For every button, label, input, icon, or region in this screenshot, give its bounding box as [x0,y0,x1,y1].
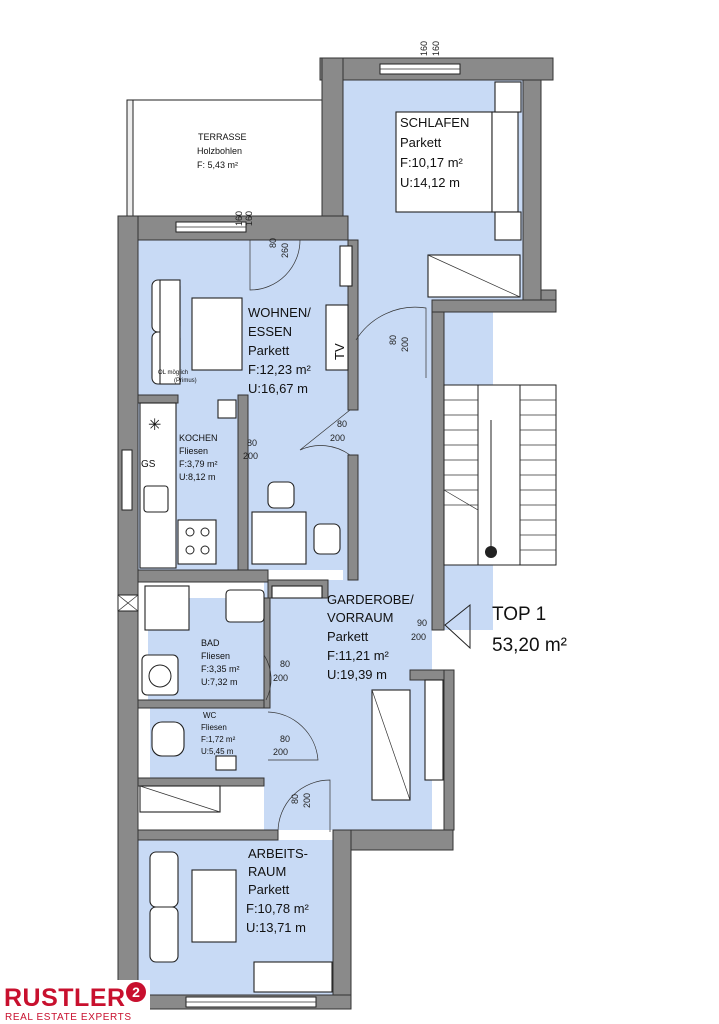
room-arbeitsraum: ARBEITS- RAUM Parkett F:10,78 m² U:13,71… [246,846,310,935]
dim-door-wc-h: 200 [273,747,288,757]
dim-door-bad-h: 200 [273,673,288,683]
wohnen-perimeter: U:16,67 m [248,381,308,396]
room-bad: BAD Fliesen F:3,35 m² U:7,32 m [201,638,240,687]
schlafen-floor: Parkett [400,135,442,150]
terrasse-floor: Holzbohlen [197,146,242,156]
dimension-labels: 160 160 160 160 80 260 80 200 80 200 80 … [234,41,441,808]
arbeitsraum-area: F:10,78 m² [246,901,310,916]
wc-perimeter: U:5,45 m [201,747,234,756]
arbeitsraum-perimeter: U:13,71 m [246,920,306,935]
dim-window-terrace-2: 160 [244,211,254,226]
arbeitsraum-floor: Parkett [248,882,290,897]
tv-label: TV [332,343,347,360]
kochen-name: KOCHEN [179,433,218,443]
dim-window-top-2: 160 [431,41,441,56]
logo-name: RUSTLER [4,984,126,1012]
arbeitsraum-name-line2: RAUM [248,864,286,879]
dim-door-kochen-h: 200 [243,451,258,461]
doors [249,239,471,833]
dim-door-schlafen-h: 200 [400,337,410,352]
wohnen-name-line1: WOHNEN/ [248,305,311,320]
wohnen-floor: Parkett [248,343,290,358]
dim-door-bad-w: 80 [280,659,290,669]
dim-door-wohnen-w: 80 [337,419,347,429]
dim-entry-w: 90 [417,618,427,628]
dim-door-arbeits-w: 80 [290,794,300,804]
room-schlafen: SCHLAFEN Parkett F:10,17 m² U:14,12 m [400,115,469,190]
bad-perimeter: U:7,32 m [201,677,238,687]
gs-label: GS [141,459,156,470]
arbeitsraum-name-line1: ARBEITS- [248,846,308,861]
dim-door-arbeits-h: 200 [302,793,312,808]
logo-subtitle: REAL ESTATE EXPERTS [5,1012,132,1023]
dim-door-terrace-h: 260 [280,243,290,258]
dim-door-kochen-w: 80 [247,438,257,448]
kochen-area: F:3,79 m² [179,459,218,469]
rustler-logo: RUSTLER 2 REAL ESTATE EXPERTS [0,980,150,1024]
room-wc: WC Fliesen F:1,72 m² U:5,45 m [201,711,236,756]
terrace [126,99,323,217]
unit-name: TOP 1 [492,604,546,625]
extractor-symbol: ✳ [148,417,161,434]
dim-door-wohnen-h: 200 [330,433,345,443]
room-wohnen: WOHNEN/ ESSEN Parkett F:12,23 m² U:16,67… [158,305,312,396]
dim-door-schlafen-w: 80 [388,335,398,345]
bad-name: BAD [201,638,220,648]
wc-name: WC [203,711,217,720]
garderobe-name-line2: VORRAUM [327,610,393,625]
logo-mark: 2 [126,982,146,1002]
garderobe-perimeter: U:19,39 m [327,667,387,682]
staircase [443,384,557,566]
dim-door-wc-w: 80 [280,734,290,744]
dim-window-top-1: 160 [419,41,429,56]
dim-window-terrace-1: 160 [234,211,244,226]
schlafen-perimeter: U:14,12 m [400,175,460,190]
room-kochen: KOCHEN Fliesen F:3,79 m² U:8,12 m GS ✳ [141,417,218,482]
wc-area: F:1,72 m² [201,735,236,744]
ol-note-line1: OL möglich [158,370,188,376]
wohnen-name-line2: ESSEN [248,324,292,339]
dim-door-terrace-w: 80 [268,238,278,248]
wohnen-area: F:12,23 m² [248,362,312,377]
unit-area: 53,20 m² [492,635,567,656]
garderobe-floor: Parkett [327,629,369,644]
wc-floor: Fliesen [201,723,227,732]
kochen-perimeter: U:8,12 m [179,472,216,482]
kochen-floor: Fliesen [179,446,208,456]
schlafen-name: SCHLAFEN [400,115,469,130]
room-garderobe: GARDEROBE/ VORRAUM Parkett F:11,21 m² U:… [327,592,414,682]
room-terrasse: TERRASSE Holzbohlen F: 5,43 m² [197,132,247,170]
terrasse-area: F: 5,43 m² [197,160,238,170]
garderobe-area: F:11,21 m² [327,648,390,663]
schlafen-area: F:10,17 m² [400,155,464,170]
dim-entry-h: 200 [411,632,426,642]
windows [117,63,461,1008]
terrasse-name: TERRASSE [198,132,247,142]
furniture [139,81,522,993]
garderobe-name-line1: GARDEROBE/ [327,592,414,607]
bad-area: F:3,35 m² [201,664,240,674]
unit-summary: TOP 1 53,20 m² [492,604,567,656]
ol-note-line2: (Primus) [174,378,197,384]
bad-floor: Fliesen [201,651,230,661]
